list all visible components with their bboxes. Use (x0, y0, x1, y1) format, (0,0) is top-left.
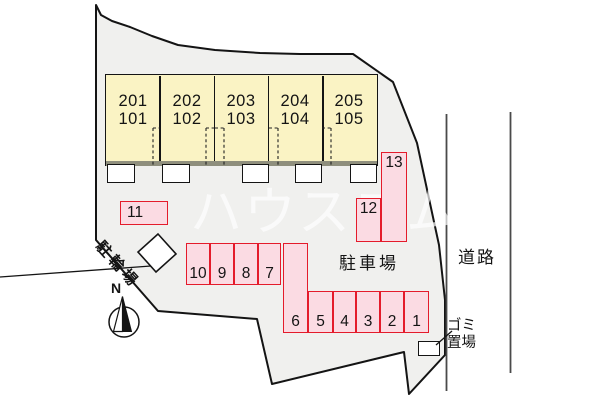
unit-label-205-105: 205 105 (322, 92, 376, 129)
entrance-porch (295, 164, 322, 183)
unit-upper-number: 204 (280, 92, 310, 110)
unit-lower-number: 104 (280, 110, 310, 129)
parking-space-11: 11 (120, 201, 168, 225)
unit-lower-number: 102 (172, 110, 202, 129)
unit-label-201-101: 201 101 (106, 92, 160, 129)
road-label: 道路 (458, 248, 496, 267)
unit-wall (213, 76, 216, 164)
entrance-porch (242, 164, 269, 183)
parking-space-2: 2 (380, 291, 404, 333)
entrance-porch (107, 164, 135, 183)
parking-space-9: 9 (210, 243, 234, 285)
unit-upper-number: 202 (172, 92, 202, 110)
unit-lower-number: 103 (226, 110, 256, 129)
unit-wall (267, 76, 270, 164)
building-outline (105, 74, 378, 166)
unit-lower-number: 101 (118, 110, 148, 129)
building-bottom-edge (106, 161, 377, 166)
parking-lot-label: 駐車場 (339, 254, 399, 273)
parking-space-13: 13 (381, 152, 407, 242)
parking-space-8: 8 (234, 243, 258, 285)
parking-space-3: 3 (356, 291, 380, 333)
parking-space-1: 1 (404, 291, 429, 333)
unit-wall (322, 76, 324, 164)
parking-space-7: 7 (258, 243, 281, 285)
watermark: ハウスコム (190, 184, 461, 242)
garbage-area-label: ゴミ 置場 (447, 318, 491, 353)
parking-space-4: 4 (333, 291, 356, 333)
north-label: N (111, 280, 122, 296)
unit-label-202-102: 202 102 (160, 92, 214, 129)
unit-lower-number: 105 (334, 110, 364, 129)
unit-label-204-104: 204 104 (268, 92, 322, 129)
parking-space-12: 12 (356, 198, 381, 242)
unit-upper-number: 201 (118, 92, 148, 110)
garbage-area-box (418, 341, 440, 356)
parking-space-5: 5 (308, 291, 333, 333)
unit-wall (159, 76, 161, 164)
unit-upper-number: 205 (334, 92, 364, 110)
unit-label-203-103: 203 103 (214, 92, 268, 129)
garbage-label-line1: ゴミ (447, 318, 476, 334)
entrance-porch (162, 164, 190, 183)
parking-space-6: 6 (283, 243, 308, 333)
unit-upper-number: 203 (226, 92, 256, 110)
garbage-label-line2: 置場 (447, 335, 476, 352)
parking-space-10: 10 (186, 243, 210, 285)
entrance-porch (350, 164, 377, 183)
